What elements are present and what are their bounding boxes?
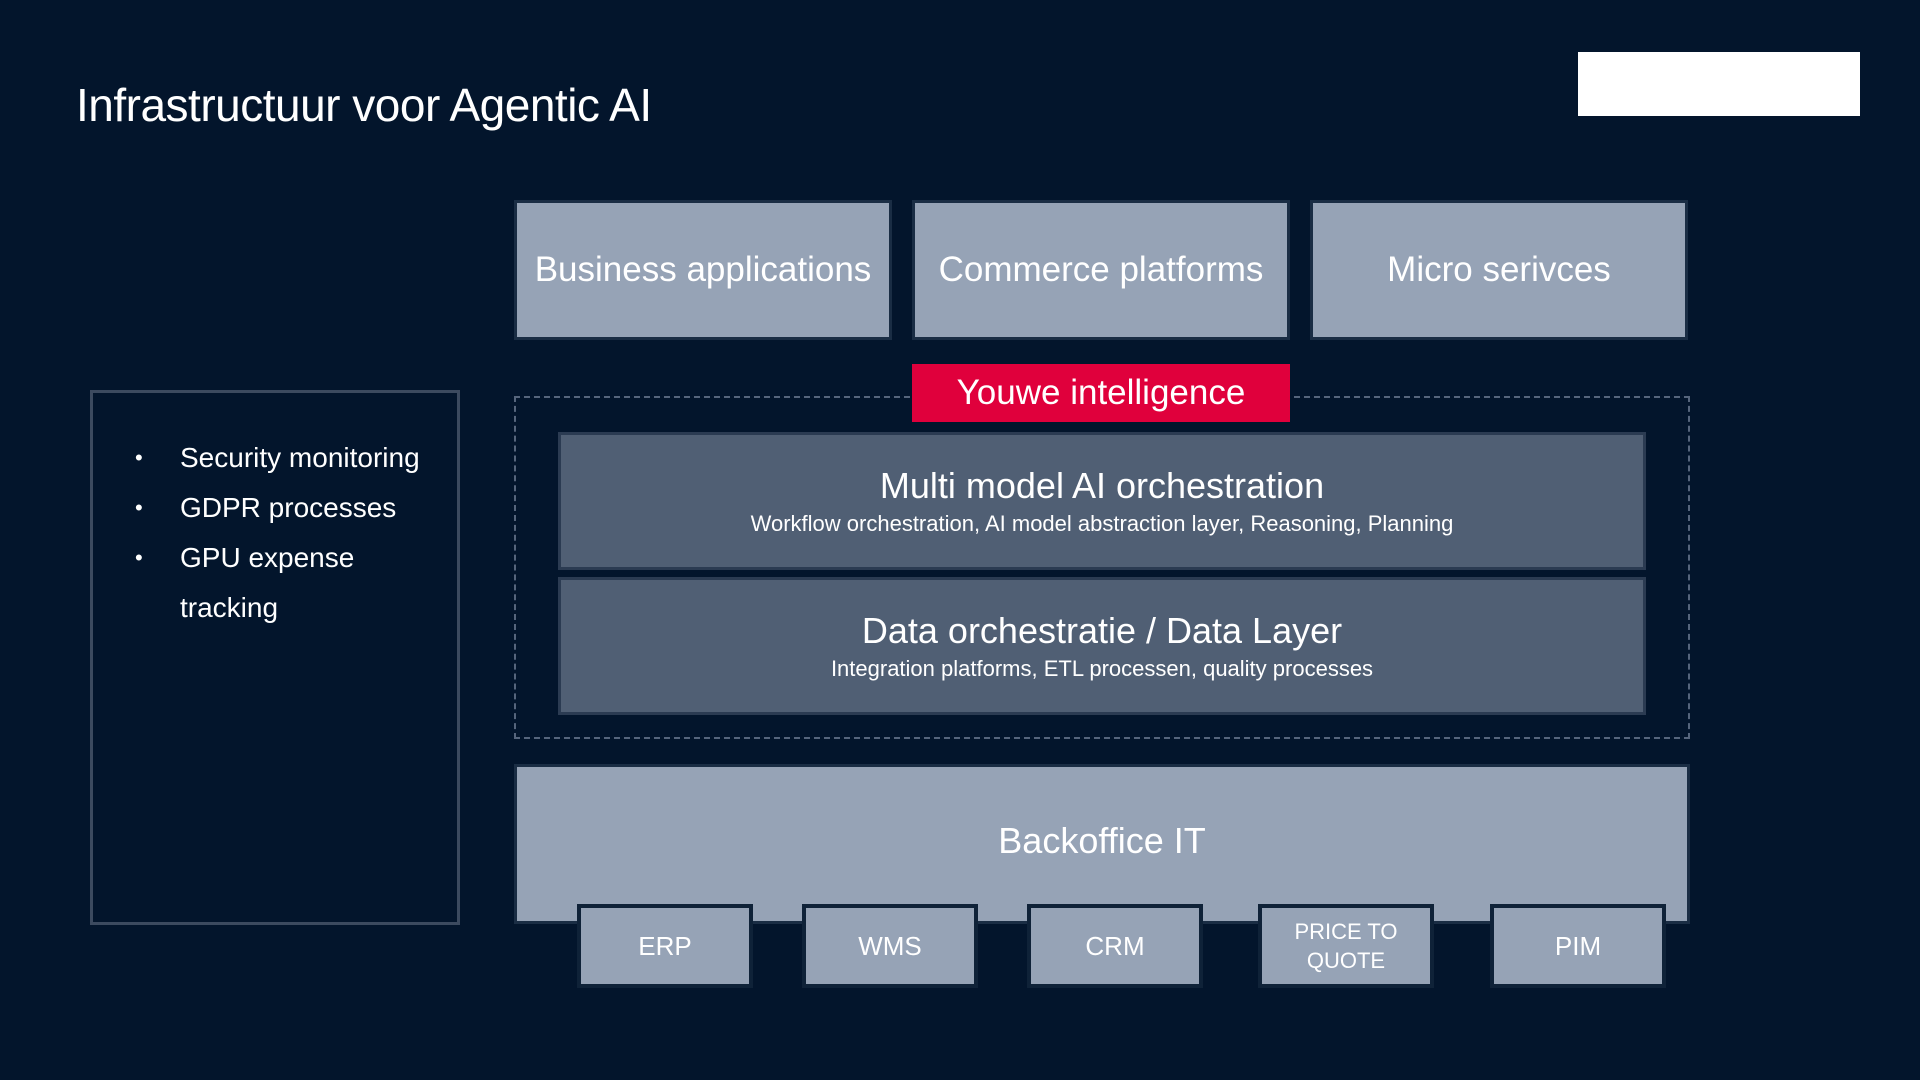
bullet-icon: • xyxy=(135,495,143,520)
system-pim: PIM xyxy=(1490,904,1666,988)
data-layer: Data orchestratie / Data Layer Integrati… xyxy=(558,577,1646,715)
micro-services-box: Micro serivces xyxy=(1310,200,1688,340)
backoffice-label: Backoffice IT xyxy=(998,820,1206,861)
bullet-icon: • xyxy=(135,545,143,570)
intelligence-badge: Youwe intelligence xyxy=(912,364,1290,422)
layer-title: Data orchestratie / Data Layer xyxy=(861,610,1343,651)
layer-subtitle: Workflow orchestration, AI model abstrac… xyxy=(750,511,1454,536)
logo-placeholder xyxy=(1578,52,1860,116)
system-wms: WMS xyxy=(802,904,978,988)
sidebar-list: • Security monitoring • GDPR processes •… xyxy=(135,433,435,633)
system-erp: ERP xyxy=(577,904,753,988)
sidebar-item-gpu: • GPU expense tracking xyxy=(135,533,435,633)
ai-orchestration-layer: Multi model AI orchestration Workflow or… xyxy=(558,432,1646,570)
sidebar-item-label: Security monitoring xyxy=(180,442,420,473)
sidebar-item-security: • Security monitoring xyxy=(135,433,435,483)
sidebar-item-label: GPU expense tracking xyxy=(180,542,355,623)
business-applications-box: Business applications xyxy=(514,200,892,340)
sidebar-panel: • Security monitoring • GDPR processes •… xyxy=(90,390,460,925)
layer-title: Multi model AI orchestration xyxy=(879,465,1325,506)
page-title: Infrastructuur voor Agentic AI xyxy=(76,79,652,131)
system-crm: CRM xyxy=(1027,904,1203,988)
sidebar-item-label: GDPR processes xyxy=(180,492,397,523)
system-price-to-quote: PRICE TO QUOTE xyxy=(1258,904,1434,988)
bullet-icon: • xyxy=(135,445,143,470)
commerce-platforms-box: Commerce platforms xyxy=(912,200,1290,340)
layer-subtitle: Integration platforms, ETL processen, qu… xyxy=(830,656,1374,681)
sidebar-item-gdpr: • GDPR processes xyxy=(135,483,435,533)
